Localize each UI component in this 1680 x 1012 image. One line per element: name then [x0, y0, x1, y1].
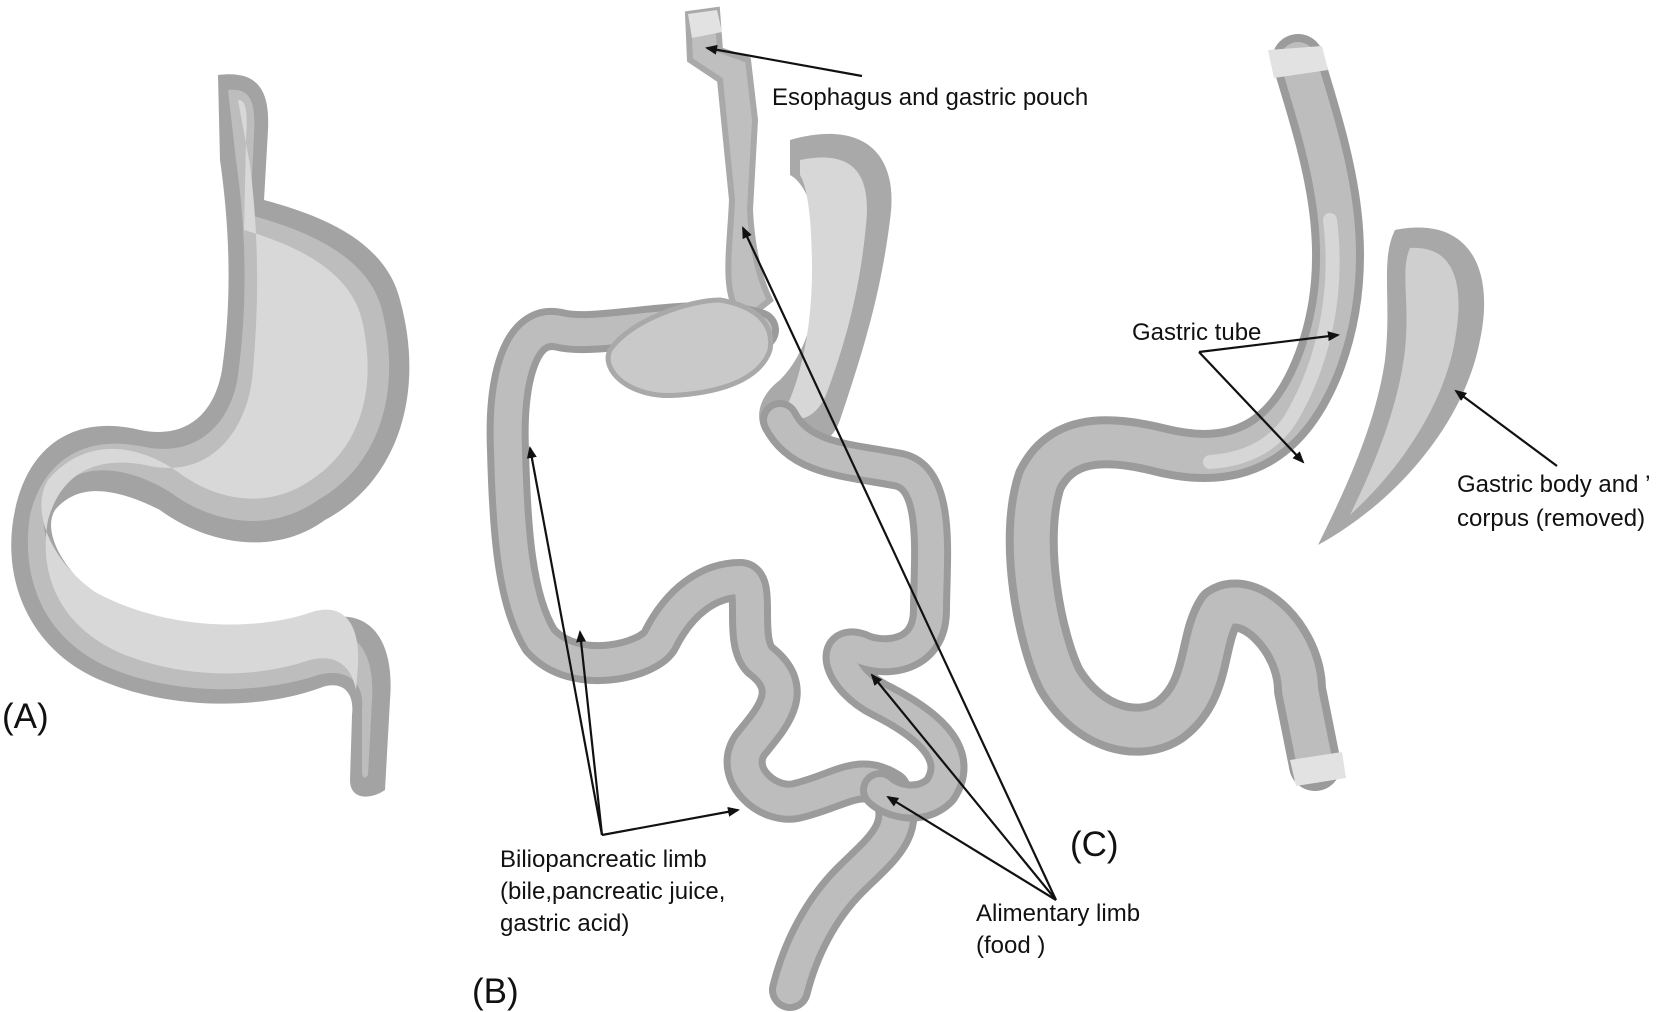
- arrow-gastric-tube-1: [1198, 331, 1340, 354]
- arrow-alimentary-1: [742, 226, 1057, 901]
- alimentary-limb-mid: [767, 407, 961, 815]
- label-biliopancreatic-3: gastric acid): [500, 910, 629, 937]
- arrow-alimentary-2: [870, 673, 1057, 901]
- panel-a-stomach: [11, 74, 410, 797]
- panel-b-label: (B): [472, 972, 519, 1011]
- arrow-biliopancreatic-2: [576, 630, 604, 836]
- annotation-arrows: [526, 44, 1558, 901]
- arrow-esophagus: [705, 44, 863, 78]
- esophagus-b-cap: [688, 10, 722, 38]
- gastric-tube-cap-top: [1268, 46, 1328, 78]
- panel-c-label: (C): [1070, 825, 1119, 864]
- removed-gastric-body-inner: [1350, 247, 1459, 516]
- panel-b-bypass: [486, 6, 968, 1011]
- stomach-a-body-inner: [41, 100, 368, 690]
- arrow-gastric-tube-2: [1198, 351, 1305, 464]
- panel-a-label: (A): [2, 697, 49, 736]
- arrow-biliopancreatic-3: [601, 806, 740, 837]
- bypassed-stomach-inner: [785, 157, 867, 419]
- label-gastric-tube: Gastric tube: [1132, 319, 1261, 346]
- gastric-tube-cap-bottom: [1290, 752, 1346, 786]
- label-biliopancreatic-2: (bile,pancreatic juice,: [500, 878, 725, 905]
- arrow-alimentary-3: [886, 795, 1057, 901]
- label-gastric-body-2: corpus (removed): [1457, 505, 1645, 532]
- arrow-biliopancreatic-1: [526, 446, 604, 836]
- label-alimentary-2: (food ): [976, 932, 1045, 959]
- gastric-tube-inner: [1203, 213, 1340, 469]
- gastric-pouch: [605, 297, 774, 399]
- label-biliopancreatic-1: Biliopancreatic limb: [500, 846, 707, 873]
- arrow-gastric-body: [1454, 389, 1558, 467]
- panel-c-sleeve: [1005, 34, 1485, 791]
- label-gastric-body-1: Gastric body and ’: [1457, 471, 1650, 498]
- label-alimentary-1: Alimentary limb: [976, 900, 1140, 927]
- label-esophagus: Esophagus and gastric pouch: [772, 84, 1088, 111]
